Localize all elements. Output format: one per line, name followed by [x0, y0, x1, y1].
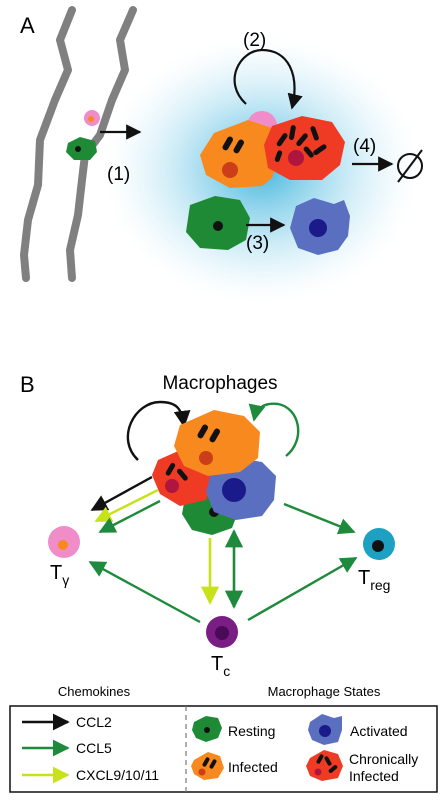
legend-ccl2-label: CCL2	[76, 714, 112, 730]
t-reg-label: Treg	[358, 567, 390, 593]
step-4-label: (4)	[353, 136, 376, 157]
resting-macrophage	[186, 196, 250, 250]
t-gamma-cell	[48, 526, 80, 558]
legend-chronic-label-line2: Infected	[349, 768, 399, 784]
resting-macrophage-small	[66, 137, 97, 160]
step-2-label: (2)	[243, 30, 266, 51]
null-symbol	[397, 149, 423, 183]
legend-chronic-label-line1: Chronically	[349, 751, 418, 767]
legend-resting-label: Resting	[228, 723, 275, 739]
legend-infected-label: Infected	[228, 759, 278, 775]
legend-chemokines-header: Chemokines	[58, 684, 131, 699]
legend-resting-icon	[192, 716, 222, 742]
macrophages-title: Macrophages	[162, 373, 277, 394]
panel-a: A (1) (2)	[20, 6, 427, 310]
legend-ccl5-label: CCL5	[76, 740, 112, 756]
step-3-label: (3)	[246, 233, 269, 254]
t-gamma-label: Tγ	[50, 562, 69, 588]
panel-a-label: A	[20, 13, 35, 38]
t-gamma-cell-small	[84, 110, 100, 126]
panel-b-label: B	[20, 372, 35, 397]
svg-text:Tγ: Tγ	[50, 562, 69, 588]
legend: Chemokines Macrophage States CCL2 CCL5 C…	[9, 684, 438, 793]
activated-macrophage	[290, 198, 350, 255]
proliferation-arrow	[233, 48, 303, 110]
legend-chronically-infected-icon	[306, 750, 343, 781]
legend-activated-icon	[308, 714, 342, 745]
ccl5-arrow-to-t-reg	[283, 502, 356, 535]
panel-b: B Macrophages	[20, 372, 395, 679]
svg-text:Tc: Tc	[211, 653, 230, 679]
ccl2-arrow-to-t-gamma	[90, 475, 153, 512]
legend-infected-icon	[191, 752, 224, 780]
legend-states-header: Macrophage States	[268, 684, 381, 699]
macrophage-cluster	[152, 410, 276, 535]
t-reg-cell	[363, 528, 395, 560]
step-1-label: (1)	[107, 164, 130, 185]
t-c-cell	[206, 616, 238, 648]
t-c-label: Tc	[211, 653, 230, 679]
ccl5-arrow-to-t-gamma	[98, 499, 161, 534]
legend-cxcl-label: CXCL9/10/11	[76, 767, 159, 783]
ccl5-arrow-tc-to-t-gamma	[88, 560, 201, 624]
ccl5-arrow-tc-to-t-reg	[247, 556, 358, 622]
legend-box	[9, 705, 438, 793]
vessel-wall-left	[20, 6, 76, 282]
chronically-infected-macrophage	[264, 116, 345, 180]
svg-text:Treg: Treg	[358, 567, 390, 593]
ccl5-self-arrow	[248, 402, 300, 457]
cxcl-arrow-to-t-gamma	[94, 488, 159, 523]
infected-macrophage	[200, 120, 281, 188]
ccl2-self-arrow	[126, 400, 191, 461]
legend-activated-label: Activated	[350, 723, 408, 739]
